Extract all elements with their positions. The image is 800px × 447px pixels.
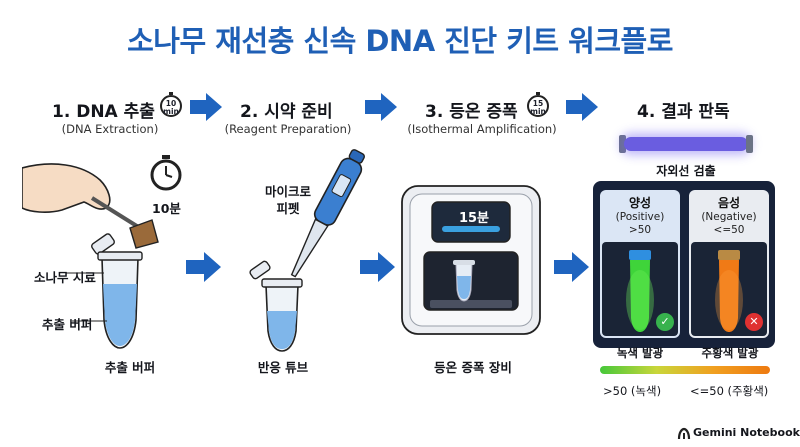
positive-caption: 녹색 발광 [616, 346, 664, 360]
pine-sample-icon [129, 219, 159, 249]
micropipette-icon [290, 149, 365, 278]
step-3-subtitle: (Isothermal Amplification) [407, 122, 557, 136]
uv-lamp-cap-left [619, 135, 626, 153]
sample-label: 소나무 시료 [34, 270, 96, 285]
negative-tube-icon [719, 260, 739, 332]
negative-threshold: <=50 [713, 224, 745, 236]
header-arrow-2 [365, 93, 397, 121]
tweezers-icon [90, 196, 142, 230]
extraction-illustration [22, 163, 159, 349]
header-arrow-1 [190, 93, 222, 121]
page-title: 소나무 재선충 신속 DNA 진단 키트 워크플로 [127, 24, 673, 58]
uv-lamp-cap-right [746, 135, 753, 153]
negative-x-icon: ✕ [745, 313, 763, 331]
flow-arrow-2 [360, 252, 395, 282]
result-tubes [602, 242, 767, 336]
uv-detection-label: 자외선 검출 [656, 164, 716, 178]
pipette-label: 마이크로 피펫 [264, 184, 311, 216]
step-2-title: 2. 시약 준비 [240, 102, 333, 122]
positive-subtitle: (Positive) [615, 211, 665, 223]
step-2-subtitle: (Reagent Preparation) [224, 122, 352, 136]
header-arrow-3 [566, 93, 598, 121]
reaction-tube-caption: 반응 튜브 [257, 360, 309, 375]
positive-threshold: >50 [628, 224, 652, 236]
stopwatch-label: 10분 [152, 201, 181, 216]
uv-lamp-icon [624, 137, 748, 151]
amplification-device-icon [401, 185, 541, 335]
negative-caption: 주황색 발광 [701, 346, 759, 360]
negative-title: 음성 [717, 196, 741, 210]
extraction-tube-caption: 추출 버퍼 [104, 360, 156, 375]
step-3-title: 3. 등온 증폭 [425, 102, 518, 122]
stopwatch-icon [150, 155, 182, 191]
buffer-label: 추출 버퍼 [42, 317, 93, 332]
legend-gradient-bar [600, 366, 770, 374]
positive-check-icon: ✓ [656, 313, 674, 331]
flow-arrow-3 [554, 252, 589, 282]
step-4-title: 4. 결과 판독 [637, 102, 730, 122]
step-1-subtitle: (DNA Extraction) [61, 122, 159, 136]
device-screen-text: 15분 [458, 211, 490, 226]
hand-icon [22, 163, 111, 213]
negative-subtitle: (Negative) [701, 211, 757, 223]
footer-brand: Gemini Notebook [693, 426, 800, 439]
step-1-title: 1. DNA 추출 [52, 102, 155, 122]
notebook-logo-icon [677, 427, 691, 440]
flow-arrow-1 [186, 252, 221, 282]
positive-title: 양성 [628, 196, 652, 210]
legend-left-label: >50 (녹색) [603, 384, 662, 398]
positive-tube-icon [630, 260, 650, 332]
device-caption: 등온 증폭 장비 [434, 360, 512, 375]
reagent-illustration [249, 149, 365, 352]
legend-right-label: <=50 (주황색) [690, 384, 769, 398]
